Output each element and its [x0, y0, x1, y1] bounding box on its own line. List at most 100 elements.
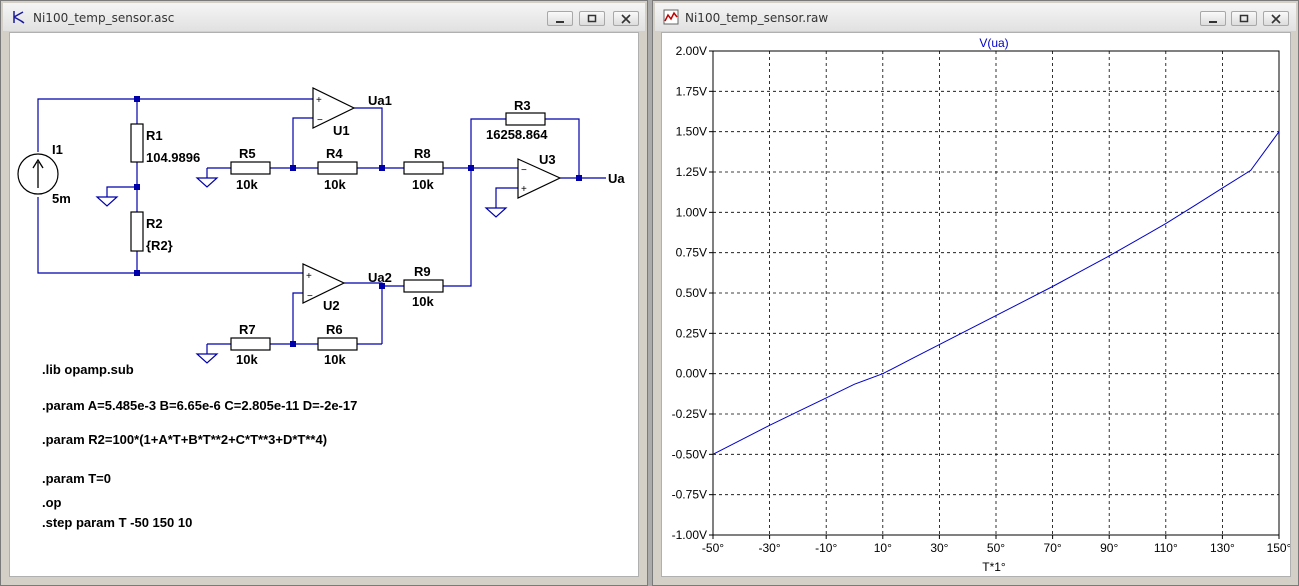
minimize-icon — [556, 21, 564, 23]
r7-label: R7 — [239, 322, 256, 337]
maximize-button[interactable] — [1231, 11, 1257, 26]
resistor-r4 — [317, 161, 358, 175]
schematic-app-icon — [13, 11, 25, 24]
maximize-icon — [1239, 14, 1249, 23]
resistor-r3 — [505, 112, 546, 126]
x-tick-label: 90° — [1100, 541, 1118, 555]
directive-line[interactable]: .param T=0 — [42, 471, 111, 486]
r6-label: R6 — [326, 322, 343, 337]
ground-symbols — [95, 177, 508, 364]
r1-value: 104.9896 — [146, 150, 200, 165]
r6-value: 10k — [324, 352, 346, 367]
schematic-titlebar[interactable]: Ni100_temp_sensor.asc — [3, 3, 645, 31]
x-tick-label: 70° — [1044, 541, 1062, 555]
x-axis-label: T*1° — [982, 560, 1006, 574]
y-tick-label: -0.25V — [672, 407, 707, 421]
grid-horizontal — [713, 90, 1279, 496]
schematic-window[interactable]: Ni100_temp_sensor.asc — [0, 0, 648, 586]
waveform-titlebar[interactable]: Ni100_temp_sensor.raw — [655, 3, 1296, 31]
r8-label: R8 — [414, 146, 431, 161]
r4-value: 10k — [324, 177, 346, 192]
u1-label: U1 — [333, 123, 350, 138]
r2-label: R2 — [146, 216, 163, 231]
directive-line[interactable]: .op — [42, 495, 62, 510]
y-tick-label: 1.75V — [676, 84, 707, 98]
x-tick-label: -30° — [759, 541, 781, 555]
svg-text:+: + — [306, 271, 312, 282]
resistor-r8 — [403, 161, 444, 175]
y-tick-label: -0.50V — [672, 447, 707, 461]
opamp-pin-signs: + − − + + − — [306, 95, 527, 302]
net-ua1-label: Ua1 — [368, 93, 392, 108]
opamp-u1 — [312, 87, 356, 129]
schematic-canvas[interactable]: +− −+ +− I1 5m R1 104.9896 R2 {R2} R5 10… — [9, 32, 639, 577]
y-axis-ticks: 2.00V1.75V1.50V1.25V1.00V0.75V0.50V0.25V… — [672, 44, 713, 542]
schematic-window-title: Ni100_temp_sensor.asc — [33, 11, 175, 25]
waveform-window[interactable]: Ni100_temp_sensor.raw V(ua) 2.00V 1.75V 1.… — [652, 0, 1299, 586]
x-axis-ticks: -50° -30° -10° 10° 30° 50° 70° 90° 110° 130° 150° — [702, 535, 1291, 555]
r7-value: 10k — [236, 352, 258, 367]
close-button[interactable] — [1263, 11, 1289, 26]
x-tick-label: 50° — [987, 541, 1005, 555]
x-tick-label: 130° — [1210, 541, 1235, 555]
directive-line[interactable]: .param R2=100*(1+A*T+B*T**2+C*T**3+D*T**… — [42, 432, 327, 447]
x-tick-label: 110° — [1154, 541, 1178, 555]
close-icon — [621, 14, 631, 24]
u2-label: U2 — [323, 298, 340, 313]
y-tick-label: 1.50V — [676, 125, 707, 139]
spice-directives: .lib opamp.sub .param A=5.485e-3 B=6.65e… — [42, 362, 357, 530]
x-tick-label: -50° — [702, 541, 724, 555]
chart-title[interactable]: V(ua) — [979, 36, 1008, 50]
r3-value: 16258.864 — [486, 127, 548, 142]
y-tick-label: 0.50V — [676, 286, 707, 300]
maximize-button[interactable] — [579, 11, 605, 26]
x-tick-label: -10° — [815, 541, 837, 555]
maximize-icon — [587, 14, 597, 23]
y-tick-label: -0.75V — [672, 488, 707, 502]
trace-v-ua[interactable] — [712, 131, 1280, 455]
x-tick-label: 150° — [1267, 541, 1291, 555]
close-button[interactable] — [613, 11, 639, 26]
r3-label: R3 — [514, 98, 531, 113]
close-icon — [1271, 14, 1281, 24]
y-tick-label: 0.25V — [676, 326, 707, 340]
r5-value: 10k — [236, 177, 258, 192]
u3-label: U3 — [539, 152, 556, 167]
i1-value: 5m — [52, 191, 71, 206]
y-tick-label: 0.75V — [676, 246, 707, 260]
y-tick-label: 0.00V — [676, 367, 707, 381]
r4-label: R4 — [326, 146, 343, 161]
directive-line[interactable]: .param A=5.485e-3 B=6.65e-6 C=2.805e-11 … — [42, 398, 357, 413]
opamp-u3 — [517, 158, 562, 199]
resistor-r9 — [403, 279, 444, 293]
svg-text:−: − — [307, 291, 313, 302]
resistor-r5 — [230, 161, 271, 175]
directive-line[interactable]: .lib opamp.sub — [42, 362, 134, 377]
current-source-arrow — [32, 158, 44, 188]
svg-text:−: − — [521, 165, 527, 176]
r2-value: {R2} — [146, 238, 173, 253]
net-ua-label: Ua — [608, 171, 625, 186]
resistor-r7 — [230, 337, 271, 351]
y-tick-label: 1.00V — [676, 205, 707, 219]
x-tick-label: 10° — [874, 541, 892, 555]
svg-text:−: − — [317, 115, 323, 126]
minimize-button[interactable] — [547, 11, 573, 26]
minimize-icon — [1209, 21, 1217, 23]
i1-label: I1 — [52, 142, 63, 157]
r8-value: 10k — [412, 177, 434, 192]
r5-label: R5 — [239, 146, 256, 161]
directive-line[interactable]: .step param T -50 150 10 — [42, 515, 192, 530]
opamp-u2 — [302, 263, 346, 304]
y-tick-label: -1.00V — [672, 528, 707, 542]
r9-value: 10k — [412, 294, 434, 309]
resistor-r2 — [130, 211, 144, 252]
plot-svg[interactable]: V(ua) 2.00V1.75V1.50V1.25V1.00V0.75V0.50… — [662, 33, 1291, 577]
waveform-window-title: Ni100_temp_sensor.raw — [685, 11, 829, 25]
minimize-button[interactable] — [1200, 11, 1226, 26]
x-tick-label: 30° — [930, 541, 948, 555]
y-tick-label: 2.00V — [676, 44, 707, 58]
svg-text:+: + — [316, 95, 322, 106]
svg-text:+: + — [521, 184, 527, 195]
